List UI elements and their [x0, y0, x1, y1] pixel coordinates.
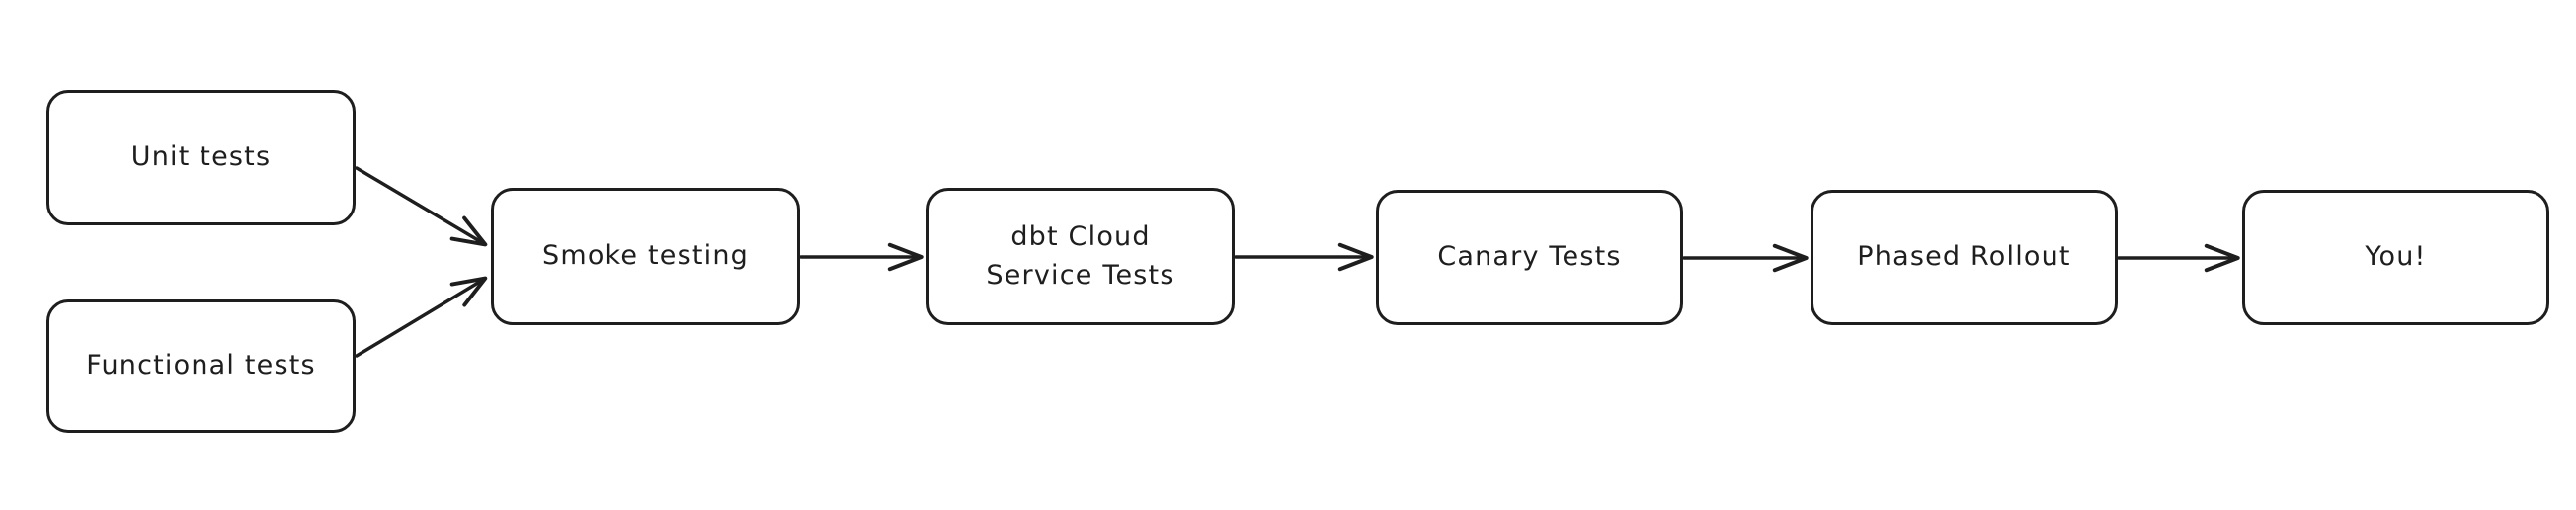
node-you[interactable]: You! — [2242, 190, 2549, 325]
node-unit-tests-label: Unit tests — [130, 141, 272, 173]
node-smoke-testing[interactable]: Smoke testing — [491, 188, 800, 325]
node-canary-tests[interactable]: Canary Tests — [1376, 190, 1683, 325]
edge-unit-tests-to-smoke-testing — [355, 166, 488, 247]
node-phased-rollout-label: Phased Rollout — [1857, 241, 2071, 273]
edge-functional-tests-to-smoke-testing — [355, 276, 488, 358]
node-functional-tests[interactable]: Functional tests — [46, 299, 356, 433]
node-phased-rollout[interactable]: Phased Rollout — [1811, 190, 2118, 325]
node-you-label: You! — [2365, 241, 2427, 273]
node-dbt-cloud-service-tests[interactable]: dbt Cloud Service Tests — [926, 188, 1235, 325]
node-functional-tests-label: Functional tests — [86, 350, 316, 382]
node-dbt-cloud-service-tests-label: dbt Cloud Service Tests — [986, 221, 1175, 291]
node-smoke-testing-label: Smoke testing — [541, 240, 750, 272]
node-unit-tests[interactable]: Unit tests — [46, 90, 356, 225]
node-canary-tests-label: Canary Tests — [1437, 241, 1622, 273]
